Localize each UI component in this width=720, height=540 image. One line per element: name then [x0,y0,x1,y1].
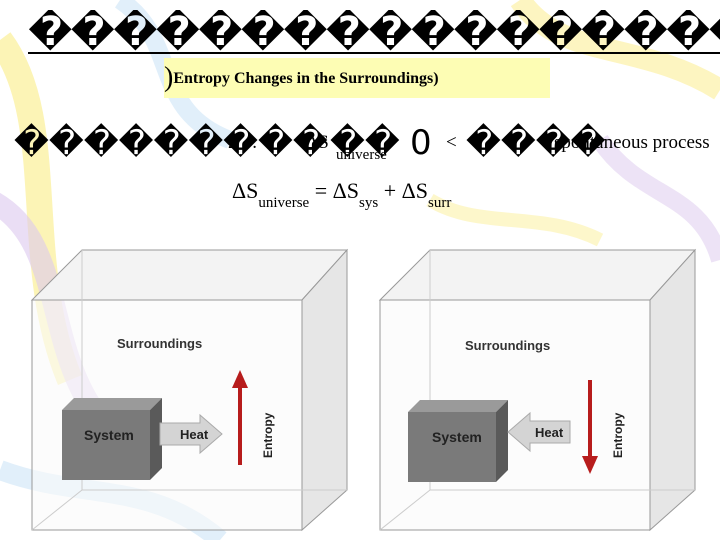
surroundings-label: Surroundings [465,338,550,353]
law-number: 2 [228,132,238,153]
subtitle-text: Entropy Changes in the Surroundings) [173,70,439,87]
law-suffix-glyphs: ���� [466,123,606,163]
eq-rhs: ΔS [401,178,429,203]
law-spontaneous-text: spontaneous process [554,132,710,153]
eq-equals-delta: = ΔS [314,178,360,203]
law-zero: 0 [410,123,432,163]
eq-lhs: ΔS [232,178,259,203]
slide-title: ������������������������� [28,10,720,54]
law-delta-s: ΔS [306,132,329,153]
subtitle-paren: ) [164,62,174,93]
entropy-label: Entropy [261,412,275,458]
figure-exothermic: Surroundings System Heat Entropy [30,248,349,532]
second-law-statement: ��������� 2 : ΔS universe �� 0 < ���� sp… [14,122,720,164]
glass-box [30,248,349,532]
system-cube [408,400,508,482]
heat-arrow-in [507,411,571,453]
law-prefix-glyphs: ��������� [14,123,328,163]
eq-lhs-subscript: universe [258,195,310,211]
eq-plus: + [383,178,397,203]
subtitle-box: )Entropy Changes in the Surroundings) [164,58,550,98]
entropy-arrow-down [582,380,598,474]
system-label: System [432,429,482,445]
surroundings-label: Surroundings [117,336,202,351]
entropy-arrow-up [232,370,248,465]
law-less-than: < [446,132,457,153]
heat-arrow-out [159,413,223,455]
law-colon: : [252,132,258,153]
eq-sys-subscript: sys [359,195,379,211]
law-universe-subscript: universe [336,147,387,163]
system-label: System [84,427,134,443]
heat-label: Heat [180,427,209,442]
law-mid-glyphs: �� [330,123,400,163]
glass-box [378,248,697,532]
heat-label: Heat [535,425,564,440]
system-cube [62,398,162,480]
figure-endothermic: Surroundings System Heat Entropy [378,248,697,532]
entropy-label: Entropy [611,412,625,458]
entropy-equation: ΔSuniverse = ΔSsys + ΔSsurr [232,178,451,214]
eq-surr-subscript: surr [428,195,452,211]
title-underline [28,52,720,54]
